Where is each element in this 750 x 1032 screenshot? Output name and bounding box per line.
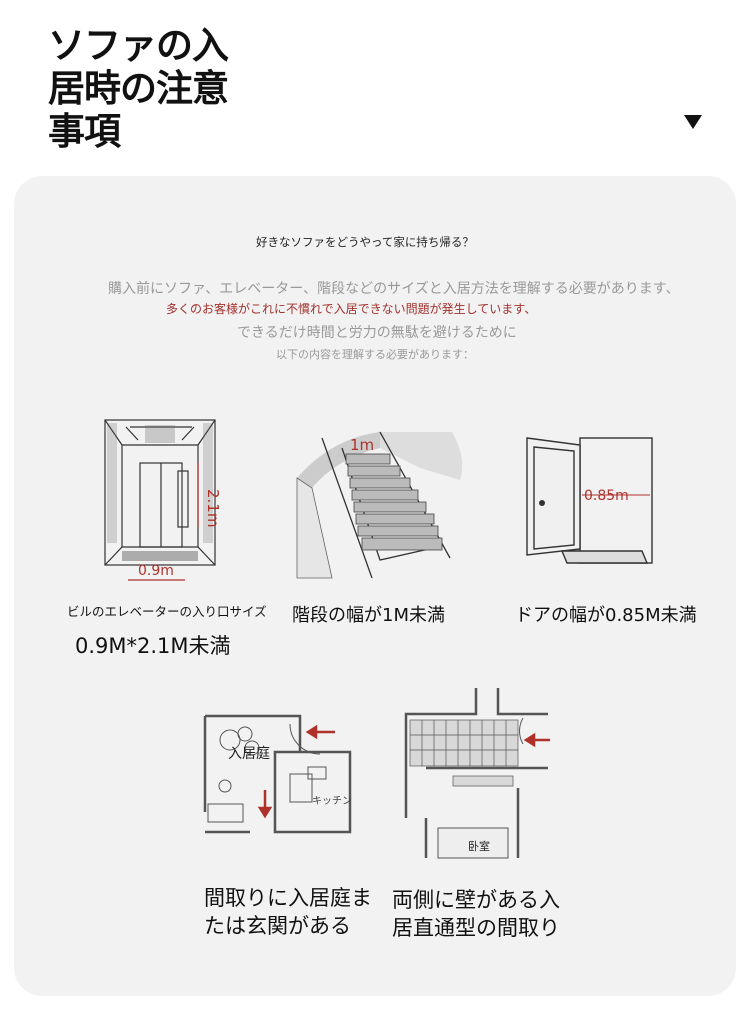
floorplan-walls-both-sides: 卧室 — [404, 688, 550, 859]
intro-line-1: 購入前にソファ、エレベーター、階段などのサイズと入居方法を理解する必要があります… — [108, 281, 680, 297]
content-card — [14, 176, 736, 996]
title-line-3: 事項 — [48, 110, 121, 153]
door-caption: ドアの幅が0.85M未満 — [515, 605, 697, 626]
title-line-2: 居時の注意 — [48, 67, 229, 110]
door-illustration: 0.85m — [526, 437, 653, 564]
door-width-label: 0.85m — [584, 488, 629, 504]
floorplan1-caption-line-2: たは玄関がある — [204, 914, 351, 938]
floorplan-entry-garden: 入居庭 キッチン — [203, 714, 352, 834]
elevator-illustration: 2.1m 0.9m — [104, 419, 222, 581]
expand-triangle-icon[interactable] — [684, 115, 702, 129]
page-title: ソファの入 居時の注意 事項 — [48, 24, 268, 153]
floorplan2-room-label: 卧室 — [468, 839, 490, 853]
intro-line-3: できるだけ時間と労力の無駄を避けるために — [237, 325, 517, 341]
floorplan1-room-label: 入居庭 — [228, 745, 270, 762]
elevator-width-label: 0.9m — [138, 563, 174, 579]
intro-question: 好きなソファをどうやって家に持ち帰る？ — [256, 235, 474, 249]
intro-line-4: 以下の内容を理解する必要があります： — [276, 348, 474, 361]
floorplan2-caption-line-1: 両側に壁がある入 — [392, 888, 560, 912]
stairs-width-label: 1m — [350, 436, 374, 454]
stairs-illustration: 1m — [296, 431, 463, 579]
elevator-caption: ビルのエレベーターの入り口サイズ — [67, 604, 267, 619]
elevator-size: 0.9M*2.1M未満 — [75, 634, 231, 658]
floorplan2-caption-line-2: 居直通型の間取り — [392, 916, 560, 940]
stairs-caption: 階段の幅が1M未満 — [292, 605, 445, 626]
title-line-1: ソファの入 — [48, 24, 229, 67]
elevator-height-label: 2.1m — [204, 489, 222, 527]
intro-line-2: 多くのお客様がこれに不慣れで入居できない問題が発生しています、 — [166, 302, 537, 316]
floorplan1-caption-line-1: 間取りに入居庭ま — [204, 886, 372, 910]
floorplan1-kitchen-label: キッチン — [312, 795, 352, 807]
